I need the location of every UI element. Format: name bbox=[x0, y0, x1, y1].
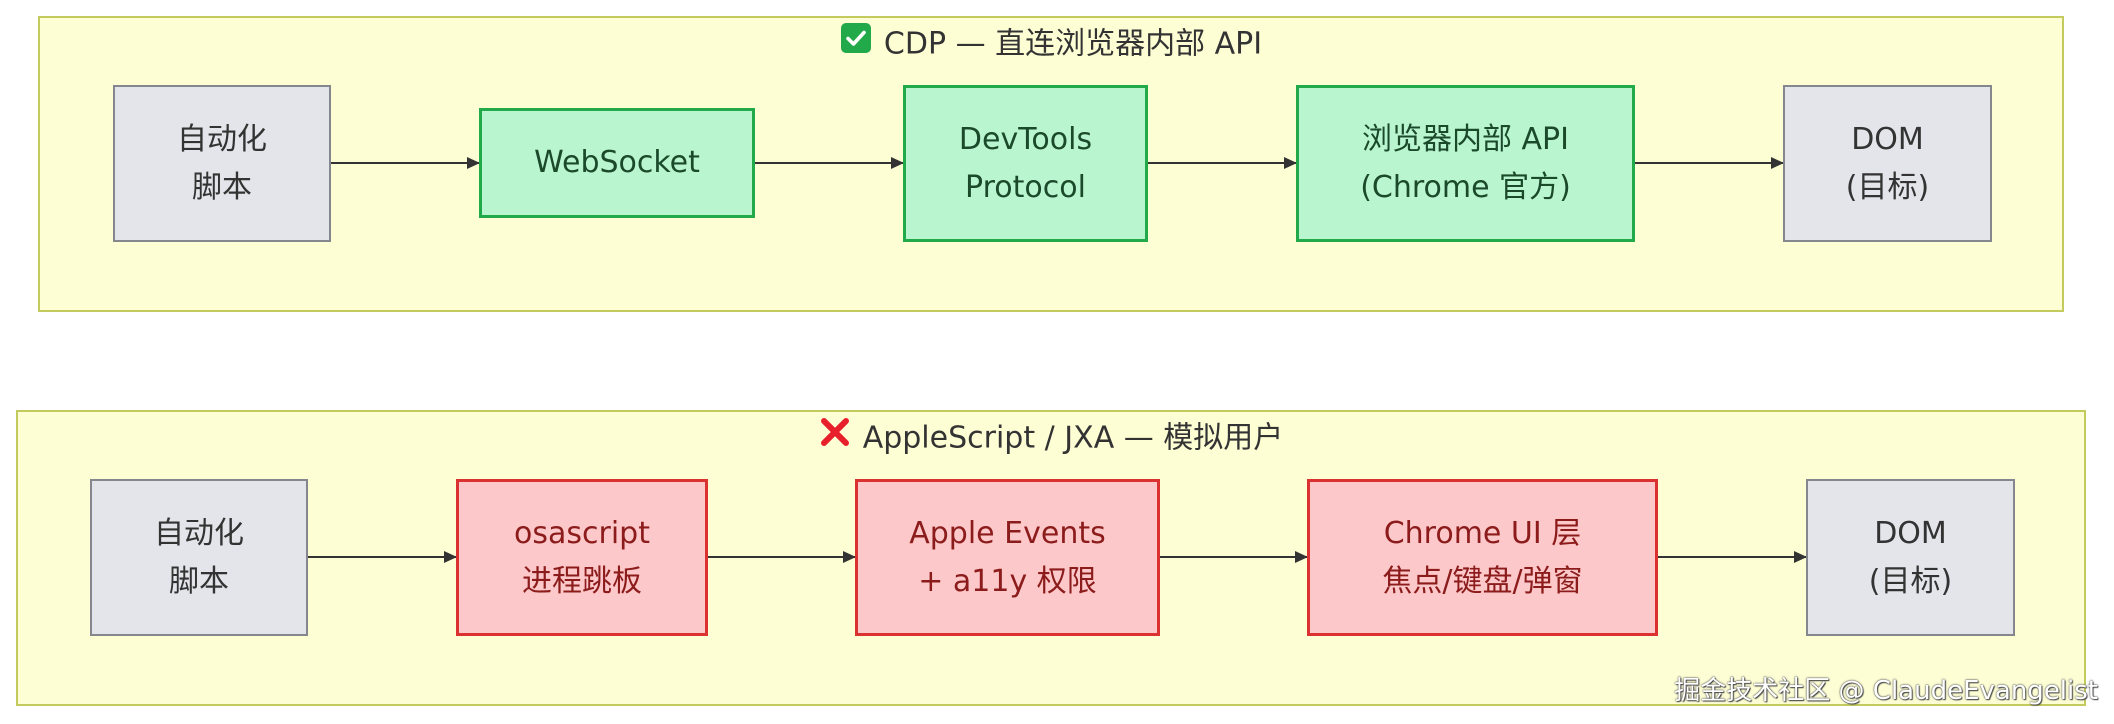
cdp-group-title: CDP — 直连浏览器内部 API bbox=[40, 22, 2062, 67]
applescript-group-title: AppleScript / JXA — 模拟用户 bbox=[18, 416, 2084, 461]
as-node-osascript: osascript 进程跳板 bbox=[456, 479, 708, 636]
as-node-script-line2: 脚本 bbox=[169, 563, 229, 599]
as-node-events-line2: + a11y 权限 bbox=[918, 563, 1097, 599]
as-node-dom-line2: (目标) bbox=[1868, 563, 1953, 599]
cdp-node-script-line1: 自动化 bbox=[177, 121, 267, 157]
as-node-dom-line1: DOM bbox=[1874, 515, 1947, 551]
cdp-title-text: CDP — 直连浏览器内部 API bbox=[883, 26, 1263, 62]
as-node-ui-line1: Chrome UI 层 bbox=[1383, 515, 1582, 551]
as-node-chrome-ui: Chrome UI 层 焦点/键盘/弹窗 bbox=[1307, 479, 1658, 636]
cdp-node-websocket-line1: WebSocket bbox=[534, 145, 700, 180]
as-node-osascript-line2: 进程跳板 bbox=[522, 563, 642, 599]
as-node-script: 自动化 脚本 bbox=[90, 479, 308, 636]
applescript-title-text: AppleScript / JXA — 模拟用户 bbox=[862, 420, 1284, 456]
cdp-node-internal-line2: (Chrome 官方) bbox=[1360, 169, 1571, 205]
cdp-node-dom: DOM (目标) bbox=[1783, 85, 1992, 242]
check-mark-icon bbox=[840, 22, 872, 67]
cdp-node-internal-line1: 浏览器内部 API bbox=[1362, 121, 1569, 157]
cdp-node-script-line2: 脚本 bbox=[192, 169, 252, 205]
as-node-script-line1: 自动化 bbox=[154, 515, 244, 551]
as-node-apple-events: Apple Events + a11y 权限 bbox=[855, 479, 1160, 636]
as-node-events-line1: Apple Events bbox=[909, 515, 1106, 551]
cdp-node-internal-api: 浏览器内部 API (Chrome 官方) bbox=[1296, 85, 1635, 242]
as-node-ui-line2: 焦点/键盘/弹窗 bbox=[1382, 563, 1583, 599]
watermark: 掘金技术社区 @ ClaudeEvangelist bbox=[1674, 676, 2098, 706]
cdp-node-websocket: WebSocket bbox=[479, 108, 755, 218]
cdp-node-devtools-line2: Protocol bbox=[965, 169, 1086, 205]
cross-mark-icon bbox=[819, 416, 851, 461]
cdp-node-script: 自动化 脚本 bbox=[113, 85, 331, 242]
cdp-node-dom-line1: DOM bbox=[1851, 121, 1924, 157]
cdp-node-devtools: DevTools Protocol bbox=[903, 85, 1148, 242]
cdp-node-dom-line2: (目标) bbox=[1845, 169, 1930, 205]
as-node-dom: DOM (目标) bbox=[1806, 479, 2015, 636]
cdp-node-devtools-line1: DevTools bbox=[958, 121, 1093, 157]
as-node-osascript-line1: osascript bbox=[514, 515, 650, 551]
